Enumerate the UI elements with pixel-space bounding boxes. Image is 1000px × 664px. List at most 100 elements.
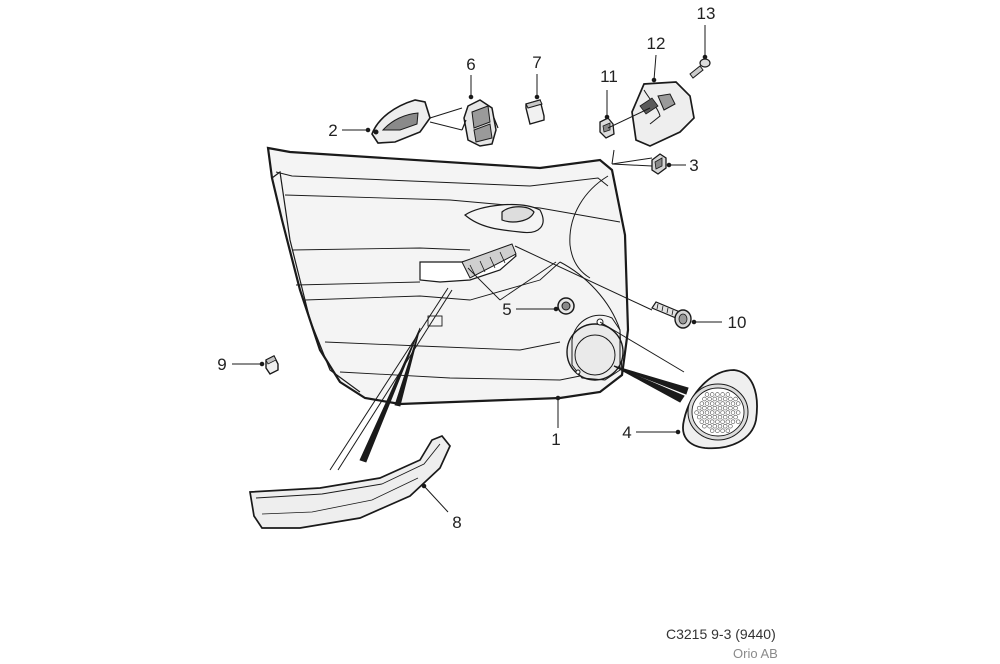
grille-hole <box>704 401 710 406</box>
grille-hole <box>720 410 725 415</box>
grille-hole <box>709 419 715 424</box>
grille-hole <box>704 410 710 415</box>
cover-cap <box>525 99 545 125</box>
grille-hole <box>728 405 733 411</box>
grille-hole <box>735 401 741 406</box>
grille-hole <box>709 428 715 433</box>
grille-hole <box>715 392 720 397</box>
grille-hole <box>707 396 712 402</box>
grille-hole <box>733 396 738 402</box>
door-trim-panel <box>266 146 630 406</box>
panel-upper-line <box>284 194 621 223</box>
panel-rear-curve <box>569 175 609 279</box>
grille-hole <box>707 424 712 429</box>
grille-hole <box>717 424 723 429</box>
grille-hole <box>735 410 741 415</box>
grille-hole <box>699 401 704 406</box>
panel-small-hole <box>575 369 581 375</box>
grille-hole <box>720 419 725 424</box>
grille-hole <box>730 410 736 415</box>
grille-hole <box>704 419 710 424</box>
grille-hole <box>725 419 730 424</box>
callout-5: 5 <box>502 300 511 319</box>
grille-hole <box>728 414 733 420</box>
speaker-housing <box>571 314 621 381</box>
grille-hole <box>702 414 707 420</box>
speaker-opening <box>566 323 624 381</box>
callout-9: 9 <box>217 355 226 374</box>
clip-9 <box>265 355 279 375</box>
grille-hole <box>715 428 720 433</box>
callout-11: 11 <box>600 67 618 86</box>
grille-hole <box>712 405 717 411</box>
panel-armrest-line <box>291 247 471 251</box>
grille-hole <box>699 419 704 424</box>
armrest-ribs <box>469 251 506 276</box>
grille-hole <box>725 392 730 397</box>
grille-hole <box>702 424 707 429</box>
grille-hole <box>694 410 699 415</box>
grille-hole <box>733 405 738 411</box>
panel-front-edge <box>271 170 361 393</box>
plug-grommet <box>557 297 575 315</box>
grille-hole <box>707 405 712 411</box>
callout-7: 7 <box>532 53 541 72</box>
diagram-code: C3215 9-3 (9440) <box>666 626 776 642</box>
callout-8: 8 <box>452 513 461 532</box>
grille-hole <box>702 405 707 411</box>
clip-3 <box>651 153 667 175</box>
callout-12: 12 <box>647 34 666 53</box>
grille-hole <box>715 401 720 406</box>
grille-hole <box>720 401 725 406</box>
handle-recess <box>501 206 535 223</box>
grille-hole <box>717 414 723 420</box>
grille-hole <box>712 424 717 429</box>
grille-hole <box>702 396 707 402</box>
grille-hole <box>725 401 730 406</box>
callout-2: 2 <box>328 121 337 140</box>
callout-1: 1 <box>551 430 560 449</box>
grille-hole <box>709 410 715 415</box>
grille-hole <box>720 428 725 433</box>
grille-hole <box>699 410 704 415</box>
grille-hole <box>704 392 710 397</box>
grille-hole <box>717 405 723 411</box>
callout-3: 3 <box>689 156 698 175</box>
armrest-switch-plate <box>461 243 517 279</box>
grille-hole <box>722 414 728 420</box>
window-switch <box>461 99 499 147</box>
grille-hole <box>715 410 720 415</box>
company-name: Orio AB <box>733 646 778 661</box>
grille-hole <box>707 414 712 420</box>
callout-numbers: 1 2 3 4 5 6 7 8 9 10 11 12 13 <box>217 4 746 532</box>
grille-hole <box>709 392 715 397</box>
grille-hole <box>712 396 717 402</box>
grille-hole <box>696 405 702 411</box>
grille-hole <box>722 424 728 429</box>
panel-mid-line <box>304 261 561 301</box>
callout-4: 4 <box>622 423 631 442</box>
lower-trim-strip <box>249 434 451 529</box>
speaker-opening-inner <box>574 334 616 376</box>
grille-hole <box>722 405 728 411</box>
grille-hole <box>717 396 723 402</box>
grille-hole <box>730 401 736 406</box>
mirror-corner-cover <box>631 81 695 147</box>
grille-hole <box>709 401 715 406</box>
screw-13 <box>689 58 711 79</box>
grille-hole <box>696 414 702 420</box>
grille-hole <box>715 419 720 424</box>
grille-hole <box>728 424 733 429</box>
leader-lines <box>232 25 722 513</box>
grille-hole <box>730 419 736 424</box>
grille-hole <box>725 410 730 415</box>
grille-hole <box>722 396 728 402</box>
callout-6: 6 <box>466 55 475 74</box>
callout-13: 13 <box>697 4 716 23</box>
inner-handle <box>371 99 431 144</box>
grille-hole <box>725 428 730 433</box>
grille-hole <box>712 414 717 420</box>
speaker-grille <box>682 369 758 450</box>
bolt-10 <box>651 301 692 329</box>
